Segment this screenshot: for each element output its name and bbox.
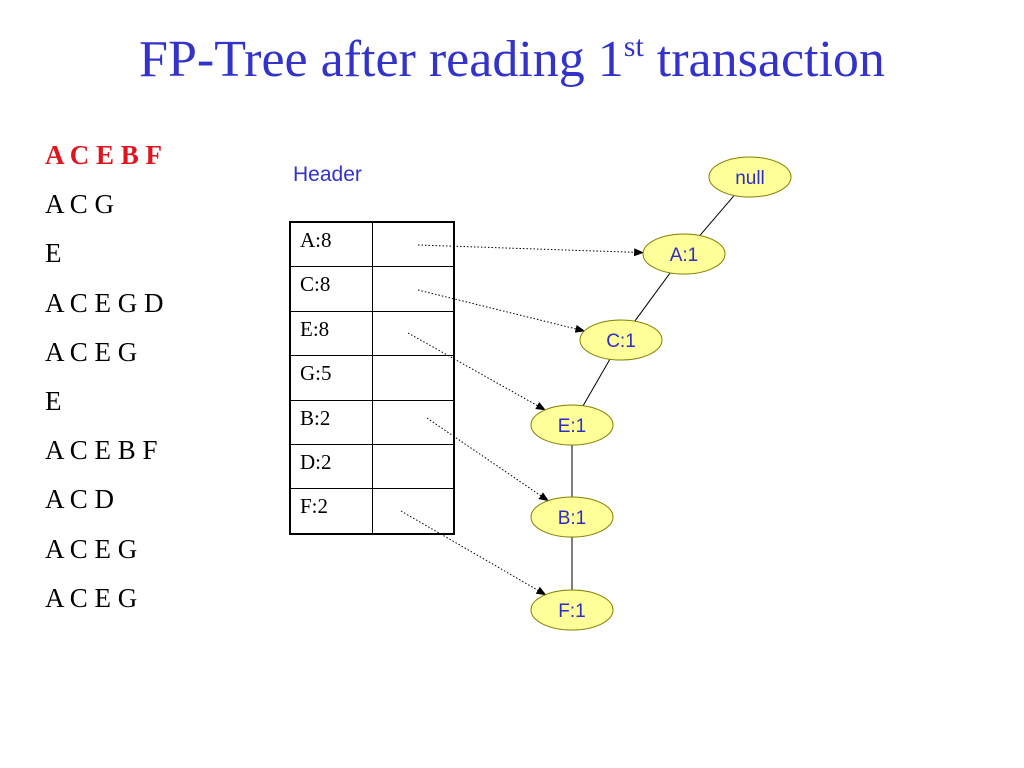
tree-edge-C-E xyxy=(582,359,611,406)
header-node-link-cell xyxy=(372,355,455,401)
tree-node-b: B:1 xyxy=(530,496,614,538)
transaction-item: A C E B F xyxy=(45,435,158,466)
node-link-arrow-F xyxy=(400,510,547,596)
transaction-item: A C E G xyxy=(45,582,138,613)
tree-node-shape xyxy=(530,589,614,631)
title-prefix: FP-Tree after reading 1 xyxy=(139,31,624,88)
header-node-link-cell xyxy=(372,310,455,357)
transaction-list: A C E B F A C G E A C E G D A C E G E A … xyxy=(45,135,164,627)
tree-node-f: F:1 xyxy=(530,589,614,631)
title-superscript: st xyxy=(623,30,644,63)
header-node-link-cell xyxy=(372,221,455,268)
header-table-label: Header xyxy=(293,163,362,186)
header-item-count: G:5 xyxy=(289,355,373,401)
tree-node-shape xyxy=(579,319,663,361)
header-item-count: B:2 xyxy=(289,399,373,445)
header-node-link-cell xyxy=(372,488,455,535)
transaction-item: A C E B F xyxy=(45,140,163,170)
header-node-link-cell xyxy=(372,266,455,312)
header-item-count: F:2 xyxy=(289,488,373,535)
tree-node-shape xyxy=(530,496,614,538)
transaction-item: E xyxy=(45,238,62,269)
header-row: B:2 xyxy=(289,399,455,445)
transaction-item: A C E G xyxy=(45,533,138,564)
header-item-count: E:8 xyxy=(289,310,373,357)
tree-node-null: null xyxy=(708,156,792,198)
header-row: D:2 xyxy=(289,443,455,490)
tree-node-label: E:1 xyxy=(558,416,587,437)
transaction-item: A C D xyxy=(45,484,115,515)
transaction-item: E xyxy=(45,385,62,416)
tree-node-label: null xyxy=(735,168,765,189)
tree-node-a: A:1 xyxy=(642,233,726,275)
tree-node-label: C:1 xyxy=(606,331,636,352)
tree-node-c: C:1 xyxy=(579,319,663,361)
tree-node-shape xyxy=(642,233,726,275)
header-row: G:5 xyxy=(289,355,455,401)
title-suffix: transaction xyxy=(643,31,885,88)
transaction-item: A C G xyxy=(45,189,115,220)
tree-node-label: A:1 xyxy=(670,245,699,266)
transaction-item: A C E G xyxy=(45,336,138,367)
node-link-arrow-B xyxy=(426,417,549,502)
slide-title: FP-Tree after reading 1st transaction xyxy=(0,30,1024,90)
node-link-arrow-A xyxy=(417,244,645,257)
tree-node-e: E:1 xyxy=(530,404,614,446)
header-node-link-cell xyxy=(372,443,455,490)
transaction-item: A C E G D xyxy=(45,287,164,318)
header-row: F:2 xyxy=(289,488,455,535)
header-node-link-cell xyxy=(372,399,455,445)
header-table: A:8 C:8 E:8 G:5 B:2 D:2 F:2 xyxy=(289,221,455,535)
tree-edge-A-C xyxy=(634,272,671,322)
node-link-arrow-C xyxy=(417,289,586,333)
tree-edge-root-A xyxy=(699,195,735,236)
tree-node-shape xyxy=(708,156,792,198)
header-row: E:8 xyxy=(289,310,455,357)
tree-edges xyxy=(571,195,735,590)
tree-node-shape xyxy=(530,404,614,446)
header-item-count: D:2 xyxy=(289,443,373,490)
tree-node-label: B:1 xyxy=(558,508,587,529)
node-link-arrow-E xyxy=(407,332,546,411)
node-link-arrows xyxy=(400,244,645,596)
tree-node-label: F:1 xyxy=(558,601,585,622)
